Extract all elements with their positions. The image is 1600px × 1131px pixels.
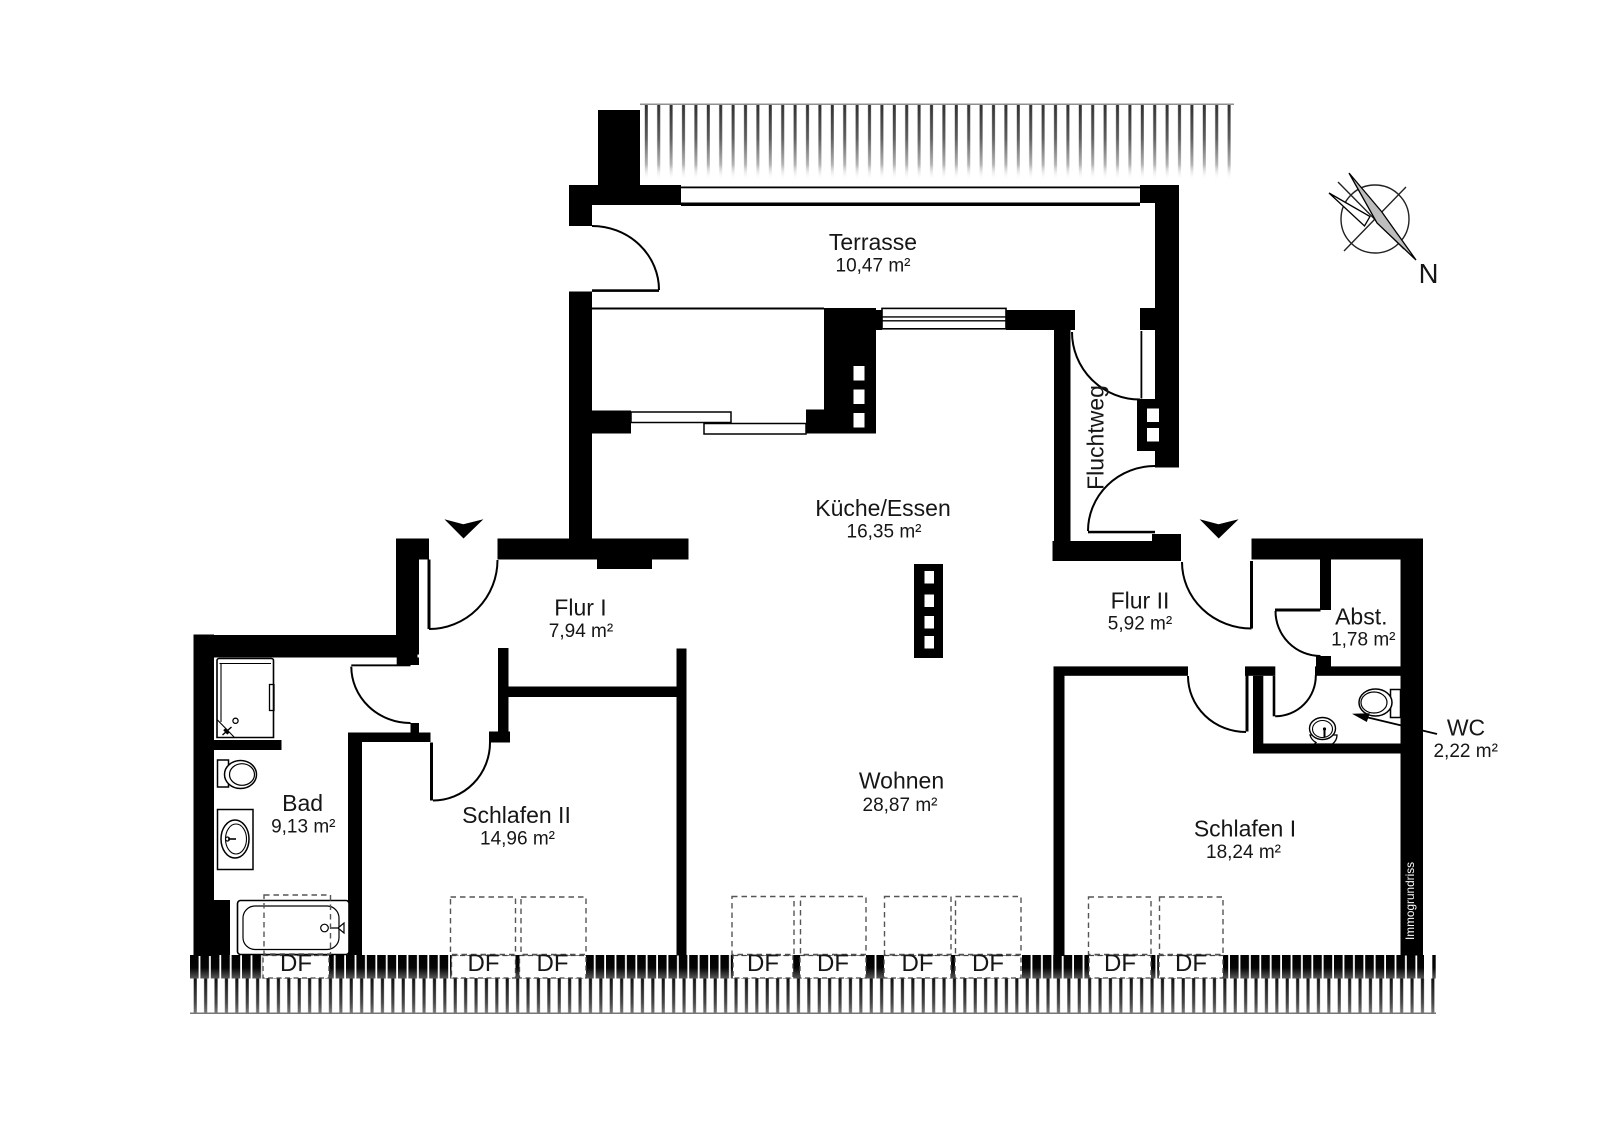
svg-text:DF: DF (817, 950, 849, 977)
svg-text:14,96 m²: 14,96 m² (480, 828, 555, 849)
svg-text:Flur I: Flur I (554, 595, 606, 621)
svg-text:10,47 m²: 10,47 m² (836, 255, 911, 276)
svg-text:1,78 m²: 1,78 m² (1331, 630, 1395, 651)
svg-text:DF: DF (468, 950, 500, 977)
svg-text:9,13 m²: 9,13 m² (271, 816, 335, 837)
svg-text:28,87 m²: 28,87 m² (863, 795, 938, 816)
svg-text:N: N (1419, 258, 1439, 289)
svg-text:Fluchtweg: Fluchtweg (1083, 385, 1109, 490)
svg-text:Flur II: Flur II (1111, 587, 1170, 613)
svg-text:Küche/Essen: Küche/Essen (815, 495, 951, 521)
svg-text:DF: DF (537, 950, 569, 977)
svg-text:WC: WC (1447, 715, 1485, 741)
svg-text:DF: DF (902, 950, 934, 977)
svg-text:DF: DF (1104, 950, 1136, 977)
svg-text:7,94 m²: 7,94 m² (549, 621, 613, 642)
svg-text:DF: DF (1175, 950, 1207, 977)
svg-text:16,35 m²: 16,35 m² (847, 521, 922, 542)
svg-text:2,22 m²: 2,22 m² (1433, 741, 1497, 762)
svg-text:Schlafen I: Schlafen I (1194, 816, 1296, 842)
svg-text:Bad: Bad (282, 790, 323, 816)
svg-text:Immogrundriss: Immogrundriss (1403, 862, 1417, 940)
svg-text:Wohnen: Wohnen (859, 768, 944, 794)
svg-text:Schlafen II: Schlafen II (462, 802, 571, 828)
svg-text:Terrasse: Terrasse (829, 229, 917, 255)
svg-text:DF: DF (280, 950, 312, 977)
svg-text:Abst.: Abst. (1335, 604, 1387, 630)
svg-text:18,24 m²: 18,24 m² (1206, 842, 1281, 863)
svg-text:5,92 m²: 5,92 m² (1108, 614, 1172, 635)
svg-text:DF: DF (972, 950, 1004, 977)
svg-text:DF: DF (747, 950, 779, 977)
